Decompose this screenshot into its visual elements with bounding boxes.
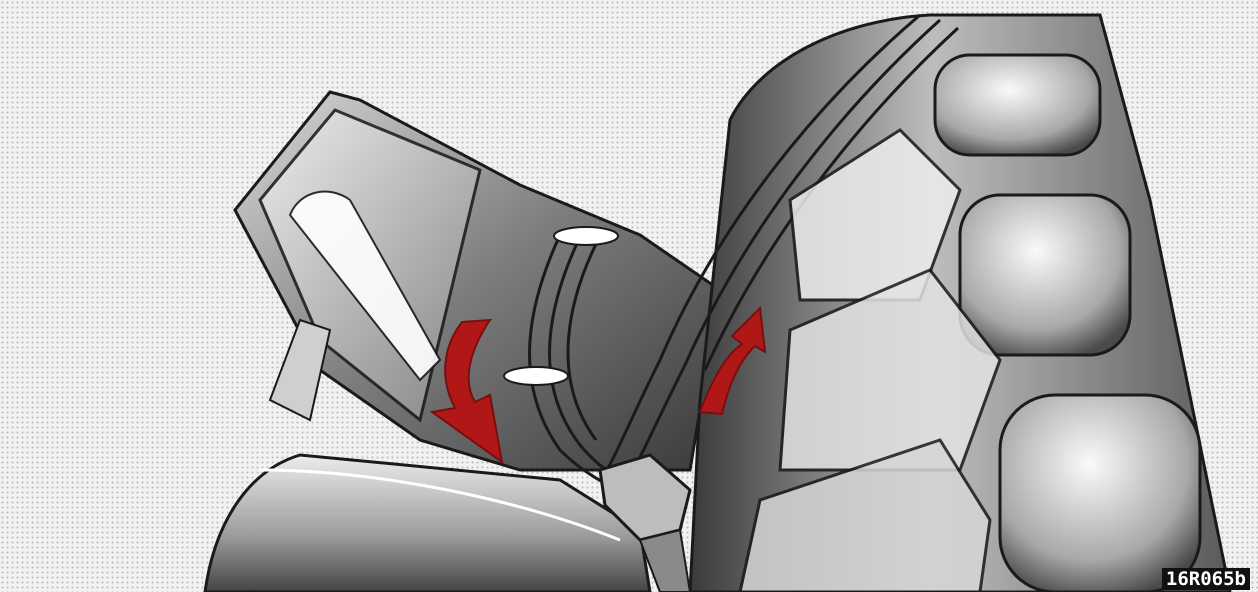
headrest-lower — [1000, 395, 1200, 592]
figure-code-label: 16R065b — [1162, 568, 1250, 590]
headrest-top — [935, 55, 1100, 155]
seat-cushion — [205, 455, 650, 592]
headrest-middle — [960, 195, 1130, 355]
